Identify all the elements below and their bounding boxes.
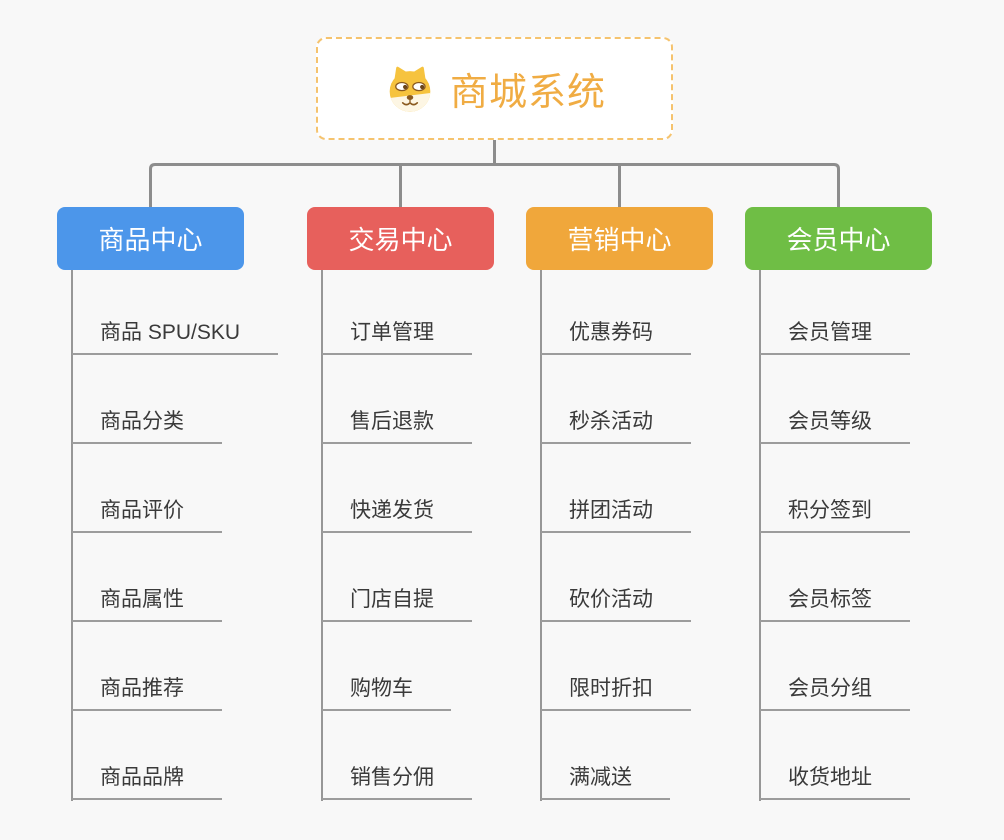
leaf-node-bargain-activity[interactable]: 砍价活动	[541, 586, 691, 622]
leaf-node-shopping-cart[interactable]: 购物车	[322, 675, 451, 711]
leaf-node-product-spu-sku[interactable]: 商品 SPU/SKU	[72, 319, 279, 355]
leaf-node-shipping-address[interactable]: 收货地址	[760, 764, 910, 800]
leaf-node-member-tag[interactable]: 会员标签	[760, 586, 910, 622]
leaf-node-member-group[interactable]: 会员分组	[760, 675, 910, 711]
dog-face-icon	[389, 66, 431, 112]
branch-node-trade-center[interactable]: 交易中心	[307, 207, 494, 270]
leaf-node-sales-commission[interactable]: 销售分佣	[322, 764, 472, 800]
leaf-node-spend-save[interactable]: 满减送	[541, 764, 670, 800]
leaf-node-points-checkin[interactable]: 积分签到	[760, 497, 910, 533]
leaf-node-member-management[interactable]: 会员管理	[760, 319, 910, 355]
leaf-node-product-review[interactable]: 商品评价	[72, 497, 222, 533]
root-node-title: 商城系统	[449, 72, 606, 114]
branch-node-marketing-center[interactable]: 营销中心	[526, 207, 713, 270]
leaf-node-coupon-code[interactable]: 优惠券码	[541, 319, 691, 355]
leaf-node-product-category[interactable]: 商品分类	[72, 408, 222, 444]
branch-node-product-center[interactable]: 商品中心	[57, 207, 244, 270]
leaf-node-limited-time-discount[interactable]: 限时折扣	[541, 675, 691, 711]
root-node[interactable]: 商城系统	[316, 37, 673, 140]
leaf-node-order-management[interactable]: 订单管理	[322, 319, 472, 355]
leaf-node-product-recommend[interactable]: 商品推荐	[72, 675, 222, 711]
leaf-node-member-level[interactable]: 会员等级	[760, 408, 910, 444]
leaf-node-express-delivery[interactable]: 快递发货	[322, 497, 472, 533]
leaf-node-aftersale-refund[interactable]: 售后退款	[322, 408, 472, 444]
leaf-node-flash-sale[interactable]: 秒杀活动	[541, 408, 691, 444]
leaf-node-product-brand[interactable]: 商品品牌	[72, 764, 222, 800]
leaf-node-product-attribute[interactable]: 商品属性	[72, 586, 222, 622]
branch-node-member-center[interactable]: 会员中心	[745, 207, 932, 270]
leaf-node-store-pickup[interactable]: 门店自提	[322, 586, 472, 622]
leaf-node-group-buy[interactable]: 拼团活动	[541, 497, 691, 533]
